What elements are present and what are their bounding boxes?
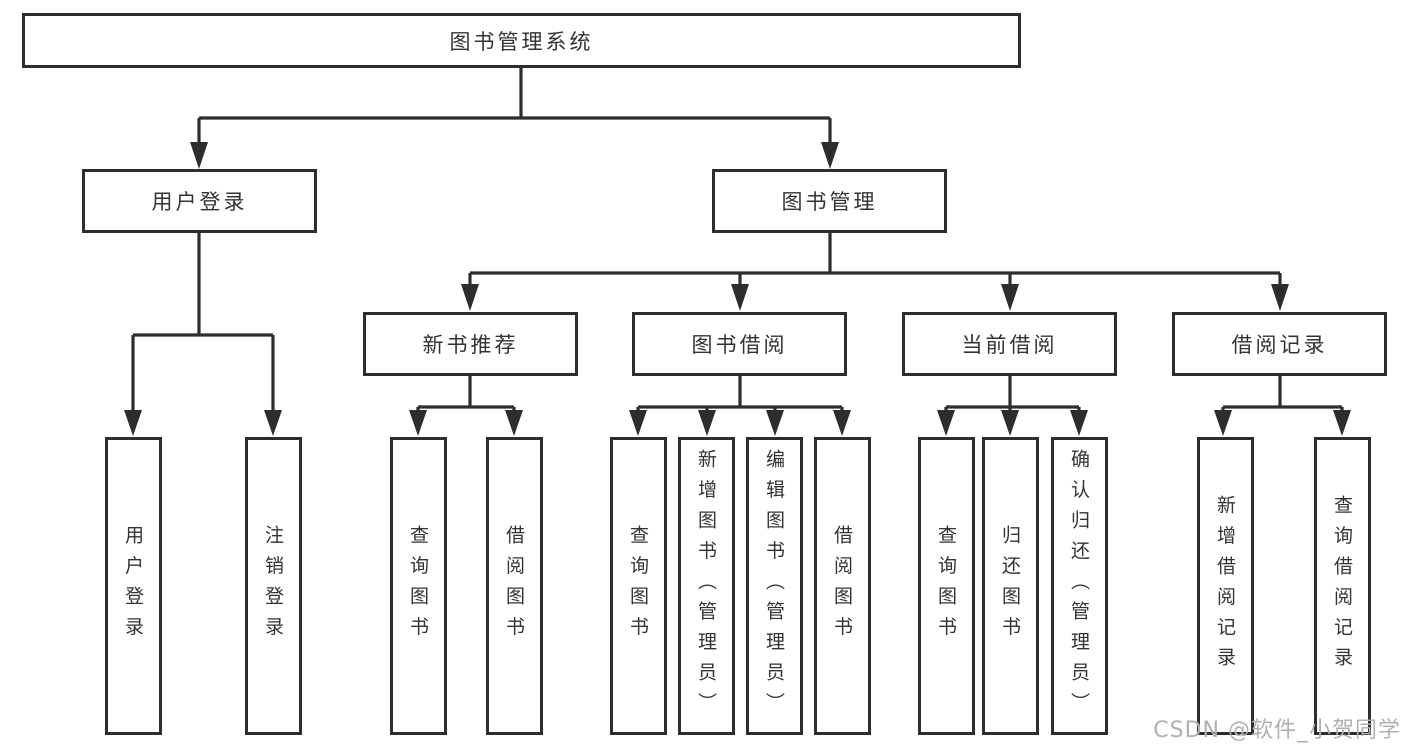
node-label: 图书管理系统 [449,29,594,54]
node-label: 新书推荐 [422,333,519,357]
node-book-management: 图书管理 [712,169,947,233]
node-new-book-recommend: 新书推荐 [363,312,578,376]
leaf-logout: 注销登录 [245,437,302,735]
leaf-query-books-current: 查询图书 [918,437,975,735]
node-label: 当前借阅 [961,333,1058,357]
leaf-query-books-recommend: 查询图书 [390,437,447,735]
leaf-borrow-books-recommend: 借阅图书 [486,437,543,735]
node-label: 借阅图书 [831,525,853,647]
node-label: 注销登录 [262,525,284,647]
node-label: 查询图书 [627,525,649,647]
node-label: 用户登录 [151,190,248,214]
node-label: 归还图书 [999,525,1021,647]
node-book-borrow: 图书借阅 [632,312,847,376]
node-label: 图书管理 [781,190,878,214]
node-label: 查询图书 [935,525,957,647]
leaf-borrow-books: 借阅图书 [814,437,871,735]
node-current-borrow: 当前借阅 [902,312,1117,376]
leaf-query-books-borrow: 查询图书 [610,437,667,735]
leaf-query-borrow-record: 查询借阅记录 [1314,437,1371,735]
node-library-management-system: 图书管理系统 [22,13,1021,68]
arrowheads [124,142,1351,436]
leaf-edit-books-admin: 编辑图书（管理员） [746,437,803,735]
node-label: 查询图书 [407,525,429,647]
node-user-login: 用户登录 [82,169,317,233]
leaf-user-login: 用户登录 [105,437,162,735]
node-label: 借阅图书 [503,525,525,647]
node-label: 编辑图书（管理员） [763,449,785,723]
leaf-add-books-admin: 新增图书（管理员） [678,437,735,735]
node-label: 借阅记录 [1231,333,1328,357]
watermark: CSDN @软件_小贺同学 [1153,718,1401,743]
node-label: 用户登录 [122,525,144,647]
node-label: 新增借阅记录 [1214,494,1236,678]
leaf-confirm-return-admin: 确认归还（管理员） [1051,437,1108,735]
leaf-add-borrow-record: 新增借阅记录 [1197,437,1254,735]
node-label: 新增图书（管理员） [695,449,717,723]
node-label: 查询借阅记录 [1331,494,1353,678]
node-borrow-records: 借阅记录 [1172,312,1387,376]
leaf-return-books: 归还图书 [982,437,1039,735]
node-label: 图书借阅 [691,333,788,357]
node-label: 确认归还（管理员） [1068,449,1090,723]
